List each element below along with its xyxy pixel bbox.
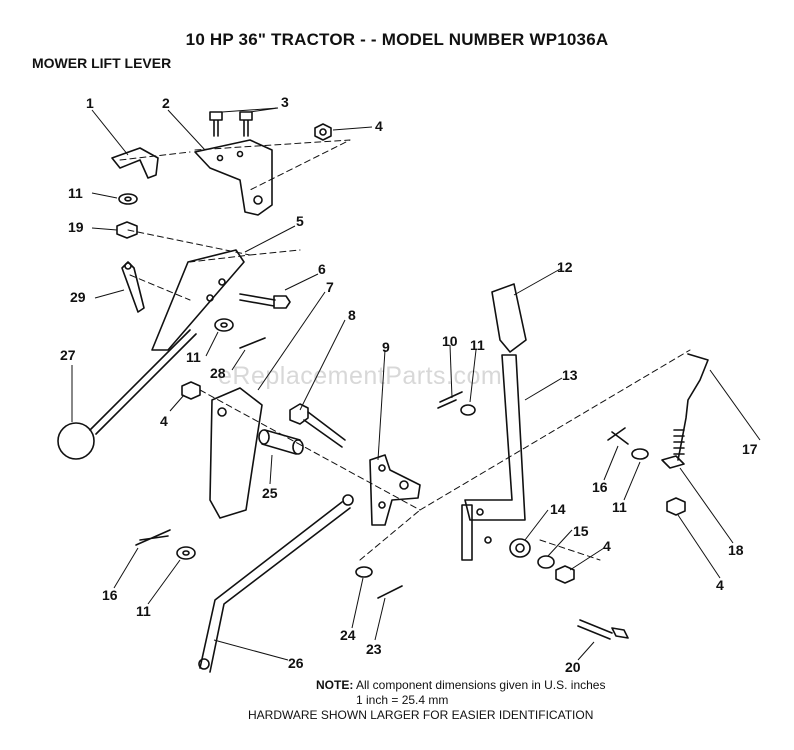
callout-labels: 1 2 3 4 11 19 5 6 29 7 27 11 28 4 8 9 10…: [60, 94, 758, 675]
callout-25: 25: [262, 485, 278, 501]
callout-3: 3: [281, 94, 289, 110]
callout-4: 4: [375, 118, 383, 134]
leader-lines: [71, 107, 761, 661]
clip-part: [111, 147, 159, 179]
callout-11d: 11: [612, 499, 627, 515]
note-line-1: NOTE: All component dimensions given in …: [316, 678, 736, 692]
callout-4d: 4: [716, 577, 724, 593]
callout-24: 24: [340, 627, 356, 643]
callout-1: 1: [86, 95, 94, 111]
note-line-3: HARDWARE SHOWN LARGER FOR EASIER IDENTIF…: [248, 708, 594, 722]
callout-5: 5: [296, 213, 304, 229]
assembly-lines: [119, 139, 691, 561]
callout-20: 20: [565, 659, 581, 675]
callout-4c: 4: [603, 538, 611, 554]
callout-14: 14: [550, 501, 566, 517]
callout-27: 27: [60, 347, 76, 363]
callout-29: 29: [70, 289, 86, 305]
callout-11: 11: [68, 185, 83, 201]
callout-18: 18: [728, 542, 744, 558]
callout-11e: 11: [136, 603, 151, 619]
diagram-subtitle: MOWER LIFT LEVER: [32, 55, 172, 71]
callout-6: 6: [318, 261, 326, 277]
callout-16: 16: [592, 479, 608, 495]
callout-17: 17: [742, 441, 758, 457]
callout-28: 28: [210, 365, 226, 381]
callout-26: 26: [288, 655, 304, 671]
callout-11c: 11: [470, 337, 485, 353]
callout-19: 19: [68, 219, 84, 235]
callout-8: 8: [348, 307, 356, 323]
bracket-part: [194, 139, 273, 216]
callout-4b: 4: [160, 413, 168, 429]
note-label: NOTE:: [316, 678, 354, 692]
callout-2: 2: [162, 95, 170, 111]
callout-11b: 11: [186, 349, 201, 365]
callout-16b: 16: [102, 587, 118, 603]
callout-13: 13: [562, 367, 578, 383]
note-line-2: 1 inch = 25.4 mm: [356, 693, 449, 707]
note-text-1: All component dimensions given in U.S. i…: [356, 678, 606, 692]
callout-12: 12: [557, 259, 573, 275]
callout-10: 10: [442, 333, 458, 349]
callout-9: 9: [382, 339, 390, 355]
callout-23: 23: [366, 641, 382, 657]
callout-7: 7: [326, 279, 334, 295]
callout-15: 15: [573, 523, 589, 539]
page-title: 10 HP 36" TRACTOR - - MODEL NUMBER WP103…: [185, 30, 609, 49]
watermark: eReplacementParts.com: [218, 362, 503, 390]
